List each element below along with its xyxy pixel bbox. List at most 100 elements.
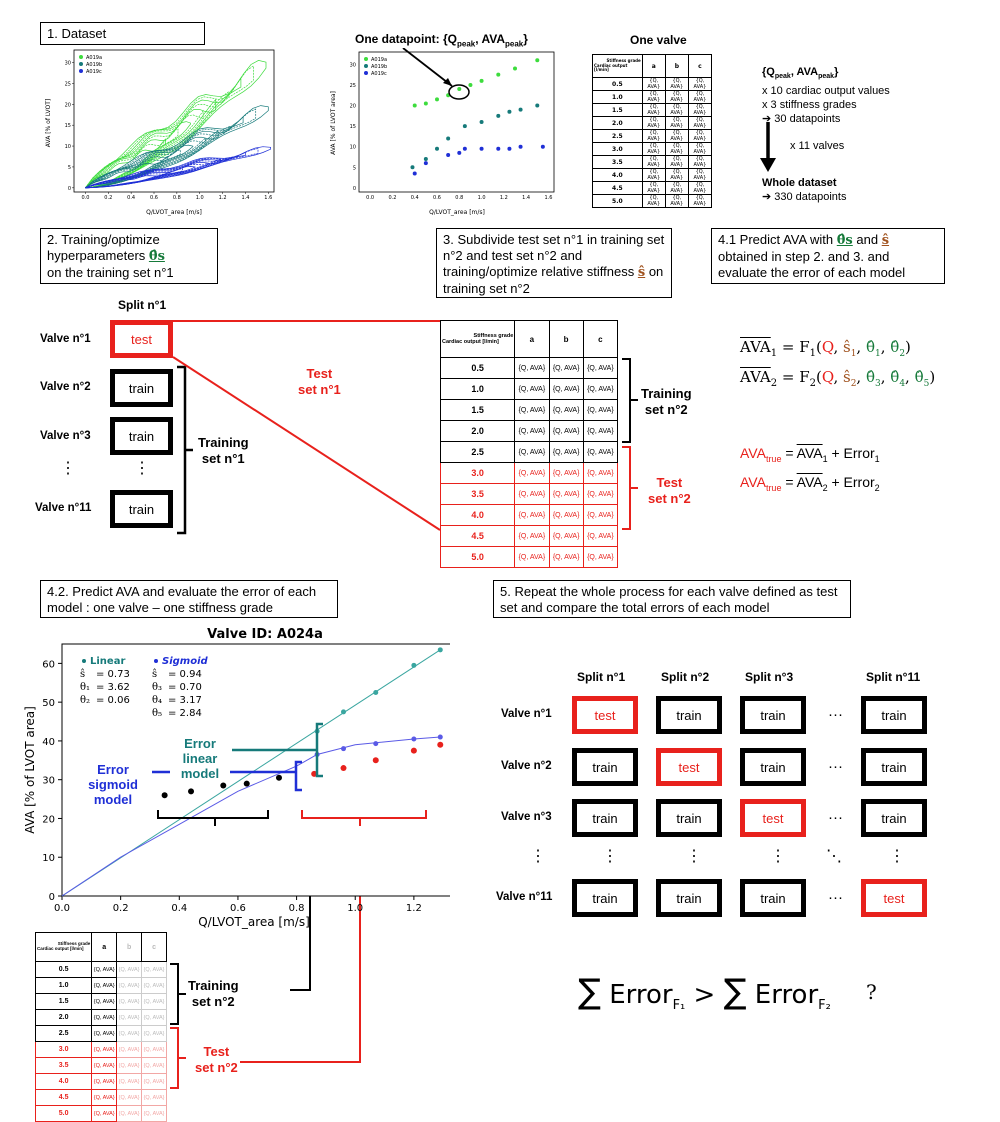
summary-down-arrow: [760, 122, 776, 172]
question-mark: ?: [866, 980, 877, 1004]
dataset-curve: [85, 121, 191, 189]
theta-hat-symbol-2: θ̂s: [836, 233, 853, 248]
table-col-header: b: [548, 320, 584, 358]
peak-point: [423, 161, 428, 166]
table-cell: {Q, AVA}: [116, 993, 143, 1010]
dataset-legend-c: A019c: [86, 69, 102, 75]
table-row-header: 2.0: [34, 1009, 93, 1026]
summary-line2: x 10 cardiac output values: [762, 85, 890, 98]
peak-xtick: 0.2: [388, 195, 396, 201]
table-cell: {Q, AVA}: [116, 961, 143, 978]
s-hat-symbol-2: ŝ: [881, 233, 890, 248]
split1-valve-11: Valve n°11: [35, 502, 92, 514]
table-cell: {Q, AVA}: [514, 399, 550, 421]
dataset-xtick: 0.2: [104, 195, 112, 201]
table-row-header: 3.5: [439, 483, 516, 505]
table-cell: {Q, AVA}: [582, 504, 619, 526]
grid-test-box: test: [656, 748, 722, 786]
grid-train-box: train: [740, 696, 806, 734]
equation-error1: AVAtrue = AVA1 + Error1: [740, 445, 880, 464]
peak-legend-c: A019c: [371, 71, 387, 77]
dataset-legend-b: A019b: [86, 62, 102, 68]
whole-dataset-label: Whole dataset: [762, 177, 837, 189]
peak-point: [446, 136, 451, 141]
svg-text:θ₂: θ₂: [80, 695, 90, 706]
summary-mult: x 11 valves: [790, 140, 845, 152]
chart-xtick: 1.0: [347, 903, 363, 914]
grid-train-box: train: [656, 879, 722, 917]
peak-point: [435, 146, 439, 151]
whole-dataset-count: ➔ 330 datapoints: [762, 191, 847, 203]
step-41-label-b: and: [856, 232, 879, 247]
train-point: [243, 780, 250, 787]
error-sigmoid-l3: model: [94, 792, 132, 807]
table-row-header: 1.0: [439, 378, 516, 400]
grid-test-box: test: [861, 879, 927, 917]
peak-point: [496, 72, 501, 77]
test-set-2-l1: Test: [656, 475, 683, 490]
equation-f2: AVA2 = F2(Q, ŝ2, θ̂3, θ̂4, θ̂5): [740, 368, 936, 389]
train-point: [188, 788, 195, 795]
step-42-label: 4.2. Predict AVA and evaluate the error …: [47, 584, 317, 615]
chart-ytick: 30: [42, 776, 55, 787]
dataset-curve: [85, 166, 196, 189]
series-point-linear: [373, 689, 379, 695]
table-col-header: a: [514, 320, 550, 358]
peak-point: [507, 146, 512, 151]
eq-e2-true: true: [765, 482, 782, 493]
big-table-braces: [622, 358, 638, 530]
table-cell: {Q, AVA}: [91, 993, 118, 1010]
peak-ytick: 15: [350, 124, 356, 130]
peak-legend: A019a A019b A019c: [364, 57, 387, 77]
table-cell: {Q, AVA}: [141, 1041, 167, 1058]
peak-ytick: 20: [350, 104, 356, 110]
table-cell: {Q, AVA}: [548, 462, 584, 484]
table-cell: {Q, AVA}: [91, 961, 118, 978]
test-point: [311, 770, 318, 777]
small-training-l2: set n°2: [191, 994, 235, 1009]
step-2-label-b: on the training set n°1: [47, 265, 174, 280]
error-sigmoid-l2: sigmoid: [88, 777, 138, 792]
dataset-ytick: 20: [65, 102, 71, 108]
grid-vdots: ⋮: [530, 848, 546, 865]
split1-train-box-3: train: [110, 417, 173, 455]
peak-ytick: 25: [350, 83, 356, 89]
table-cell: {Q, AVA}: [687, 194, 713, 208]
dataset-curve: [85, 65, 254, 189]
dataset-curve: [85, 60, 267, 189]
dataset-summary: {Qpeak, AVApeak} x 10 cardiac output val…: [762, 66, 890, 126]
legend-sigmoid-t5: = 2.84: [168, 708, 202, 719]
peak-point: [412, 171, 417, 176]
dataset-xtick: 0.4: [127, 195, 135, 201]
table-row-header: 0.5: [34, 961, 93, 978]
table-row-header: 3.0: [34, 1041, 93, 1058]
series-point-linear: [341, 709, 347, 715]
test-set-1-label: Test set n°1: [298, 366, 341, 398]
datapoint-arrow: [402, 48, 453, 87]
table-cell: {Q, AVA}: [141, 1073, 167, 1090]
step-41-label-c: obtained in step 2. and 3. and evaluate …: [718, 249, 906, 280]
table-cell: {Q, AVA}: [141, 961, 167, 978]
series-point-linear: [411, 662, 417, 668]
table-cell: {Q, AVA}: [91, 977, 118, 994]
peak-ytick: 10: [350, 145, 356, 151]
table-cell: {Q, AVA}: [548, 441, 584, 463]
dataset-xlabel: Q/LVOT_area [m/s]: [146, 209, 202, 216]
dataset-curve: [85, 98, 217, 189]
table-cell: {Q, AVA}: [514, 441, 550, 463]
small-test-l2: set n°2: [195, 1060, 238, 1075]
table-cell: {Q, AVA}: [91, 1009, 118, 1026]
test-point: [340, 765, 347, 772]
grid-vdots: ⋮: [770, 848, 786, 865]
dataset-ytick: 0: [68, 186, 71, 192]
error-comparison: ∑ ErrorF₁ > ∑ ErrorF₂: [578, 972, 831, 1014]
grid-vdots: ⋮: [686, 848, 702, 865]
table-cell: {Q, AVA}: [514, 378, 550, 400]
error-linear-l1: Error: [184, 736, 216, 751]
peak-ytick: 5: [353, 165, 356, 171]
table-cell: {Q, AVA}: [548, 420, 584, 442]
dataset-curve: [85, 146, 271, 189]
grid-ddots: ⋱: [826, 848, 842, 865]
dataset-ytick: 30: [65, 61, 71, 67]
